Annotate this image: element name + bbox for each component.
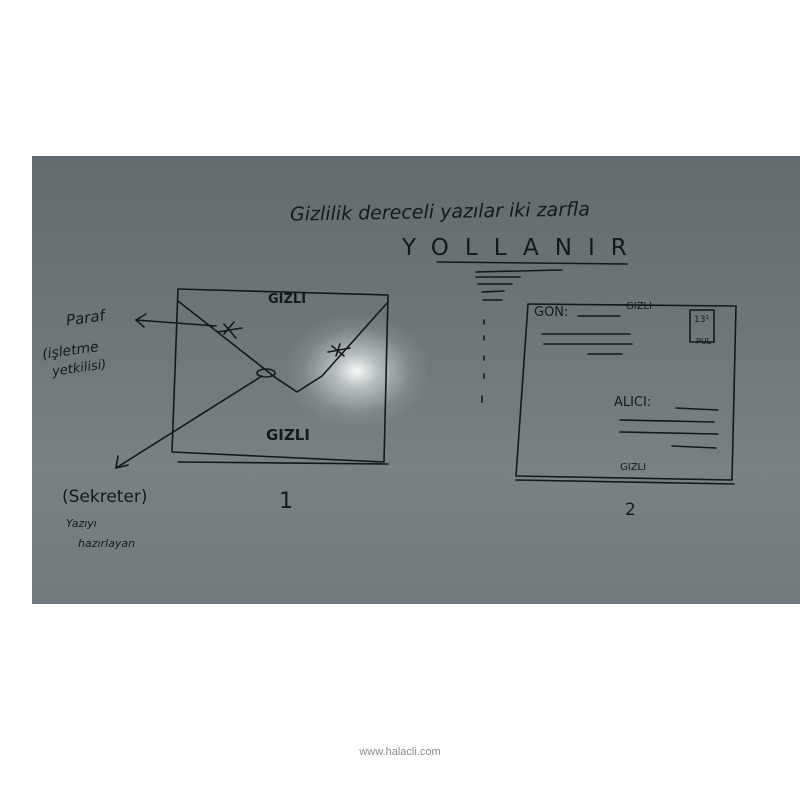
envelope-2-sender-label: GÖN:	[534, 305, 569, 320]
sekreter-sublabel-1: Yazıyı	[66, 517, 97, 530]
envelope-2-stamp-line-2: PUL	[696, 337, 712, 346]
watermark-link[interactable]: www.halacli.com	[359, 746, 441, 758]
envelope-2-top-label: GIZLI	[626, 301, 653, 312]
sekreter-sublabel-2: hazırlayan	[78, 537, 136, 550]
whiteboard-title: Gizlilik dereceli yazılar iki zarfla	[289, 198, 591, 226]
sekreter-label: (Sekreter)	[62, 487, 148, 507]
envelope-1-top-label: GIZLI	[268, 292, 307, 307]
envelope-2-bottom-label: GIZLI	[620, 462, 647, 473]
envelope-1-bottom-label: GIZLI	[266, 426, 310, 444]
whiteboard-subtitle: YOLLANIR	[402, 235, 643, 261]
whiteboard-drawing	[115, 261, 737, 485]
envelope-2-number: 2	[625, 500, 636, 520]
envelope-2-drawing	[515, 303, 737, 485]
envelope-1-drawing	[115, 288, 389, 469]
envelope-1-number: 1	[279, 489, 293, 514]
envelope-2-recipient-label: ALICI:	[614, 395, 652, 410]
envelope-2-stamp-line-1: 13¹	[694, 315, 710, 325]
title-underline	[436, 261, 628, 265]
whiteboard-photo: Gizlilik dereceli yazılar iki zarfla YOL…	[32, 156, 800, 604]
